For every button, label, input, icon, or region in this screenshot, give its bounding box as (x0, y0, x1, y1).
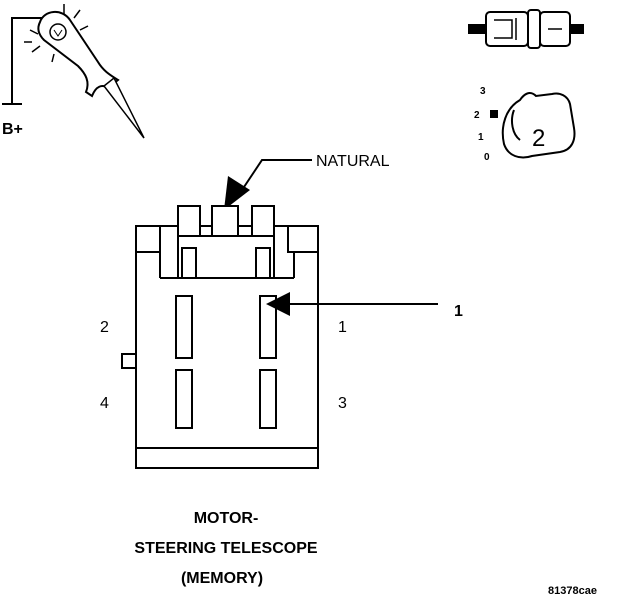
cavity-2 (175, 295, 193, 359)
connector-side-view-icon (468, 9, 584, 49)
title-line-2: STEERING TELESCOPE (134, 540, 317, 557)
cavity-4 (175, 369, 193, 429)
connector-face (121, 205, 319, 469)
pin-label-3: 3 (338, 395, 347, 412)
natural-arrow-icon (224, 176, 250, 210)
probe-label: B+ (2, 121, 23, 138)
pin-callout-label: 1 (454, 303, 463, 320)
selector-value: 2 (532, 125, 545, 152)
title-line-1: MOTOR- (194, 510, 259, 527)
natural-callout-label: NATURAL (316, 153, 390, 170)
selector-scale-0: 0 (484, 152, 490, 163)
cavity-3 (259, 369, 277, 429)
pin-callout-arrow-icon (266, 292, 290, 316)
test-light-probe-icon (2, 4, 145, 139)
pin-label-1: 1 (338, 319, 347, 336)
pin-label-4: 4 (100, 395, 109, 412)
selector-scale-1: 1 (478, 132, 484, 143)
selector-scale-3: 3 (480, 86, 486, 97)
title-line-3: (MEMORY) (181, 570, 263, 587)
cavity-1 (259, 295, 277, 359)
pin-label-2: 2 (100, 319, 109, 336)
position-selector-icon (490, 92, 576, 159)
selector-scale-2: 2 (474, 110, 480, 121)
figure-code: 81378cae (548, 585, 597, 597)
